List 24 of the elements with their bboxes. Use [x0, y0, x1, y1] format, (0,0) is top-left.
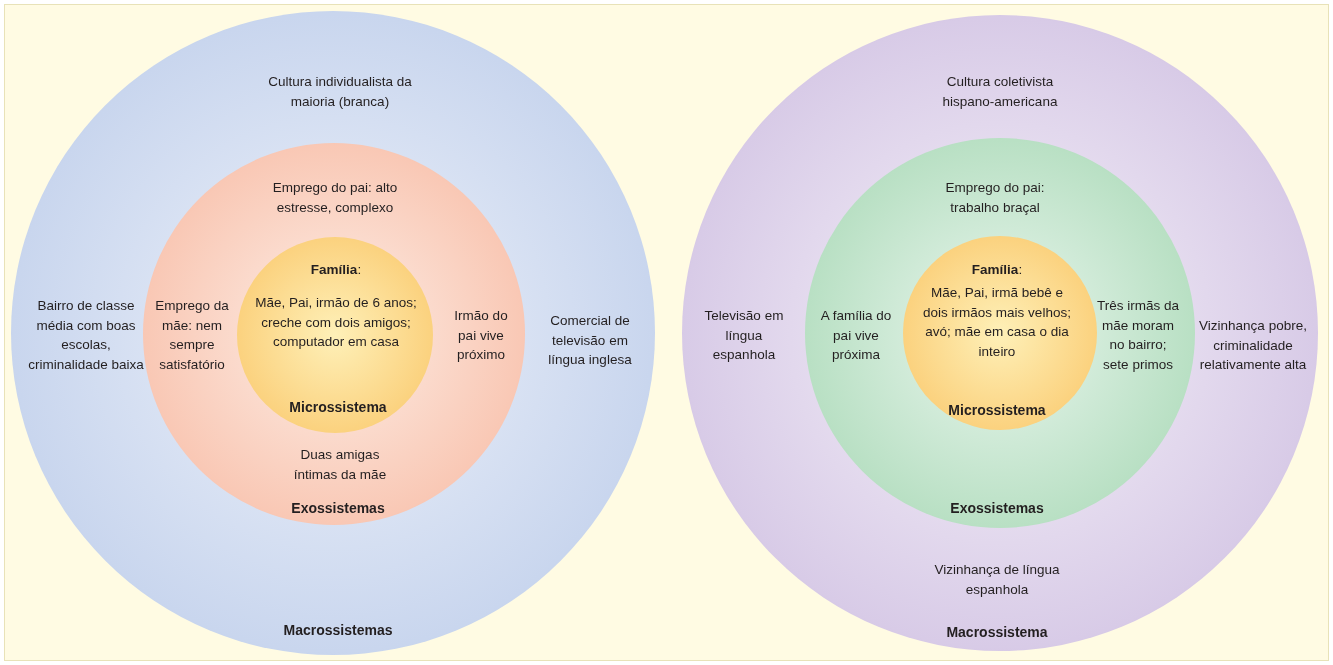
- ring-text: Mãe, Pai, irmã bebê e dois irmãos mais velhos; avó; mãe em casa o dia inteiro: [922, 283, 1072, 361]
- ring-text: Cultura individualista da maioria (branca): [267, 73, 413, 111]
- ring-title: Exossistemas: [949, 498, 1045, 518]
- ring-text: Família:: [970, 261, 1024, 280]
- ring-text: Vizinhança de língua espanhola: [933, 561, 1061, 599]
- ring-title: Macrossistema: [945, 622, 1049, 642]
- ring-text: Comercial de televisão em língua inglesa: [547, 311, 633, 369]
- ring-text: Emprego do pai: trabalho braçal: [944, 179, 1046, 217]
- ring-text: Vizinhança pobre, criminalidade relativamente alta: [1198, 316, 1308, 374]
- ring-text: Emprego do pai: alto estresse, complexo: [271, 179, 399, 217]
- ring-text: A família do pai vive próxima: [819, 306, 893, 364]
- ring-title: Exossistemas: [290, 498, 386, 518]
- ring-title: Microssistema: [288, 397, 388, 417]
- ring-text: Televisão em língua espanhola: [703, 306, 785, 364]
- ring-text: Mãe, Pai, irmão de 6 anos; creche com dois amigos; computador em casa: [255, 293, 417, 351]
- ring-title: Macrossistemas: [282, 620, 394, 640]
- ring-title: Microssistema: [947, 400, 1047, 420]
- ring-text: Cultura coletivista hispano-americana: [941, 73, 1059, 111]
- ring-text: Irmão do pai vive próximo: [453, 306, 509, 364]
- ring-text: Família:: [309, 261, 363, 280]
- ring-text: Três irmãs da mãe moram no bairro; sete primos: [1097, 296, 1179, 374]
- ring-text: Duas amigas íntimas da mãe: [292, 446, 388, 484]
- ring-text: Bairro de classe média com boas escolas, criminalidade baixa: [27, 296, 145, 374]
- ring-text: Emprego da mãe: nem sempre satisfatório: [154, 296, 230, 374]
